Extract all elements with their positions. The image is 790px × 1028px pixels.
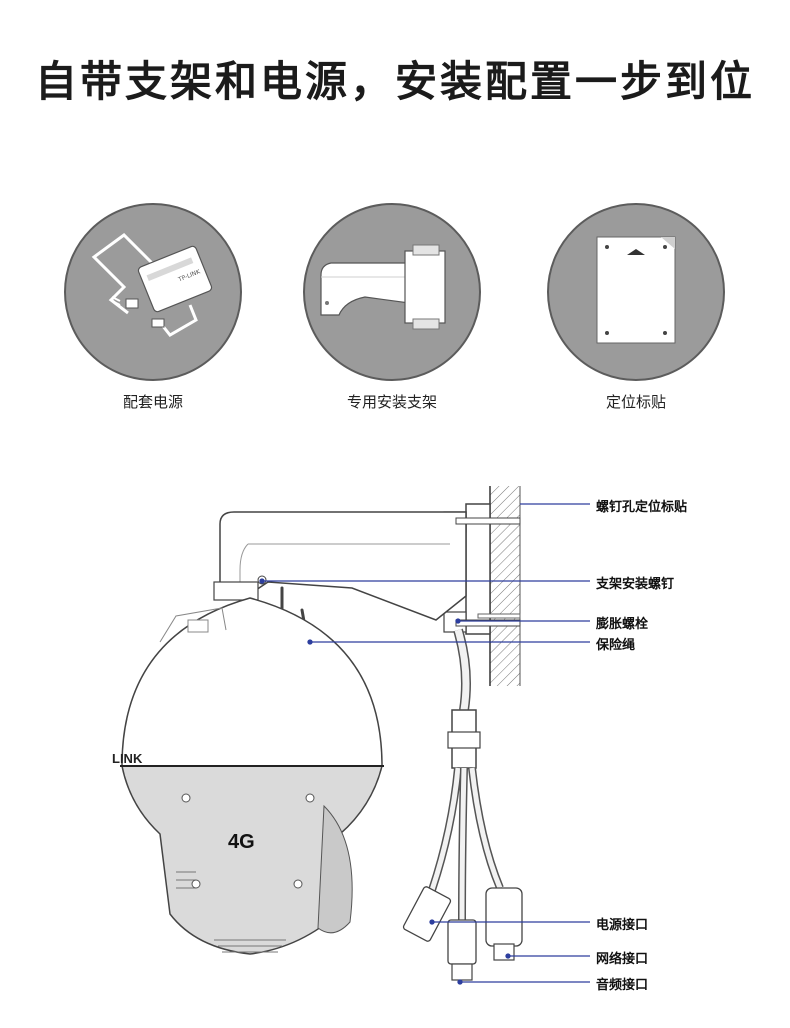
callout-power-port: 电源接口 xyxy=(596,918,649,933)
accessory-positioning-sticker: 定位标贴 xyxy=(547,203,725,412)
accessory-mounting-bracket: 专用安装支架 xyxy=(303,203,481,412)
accessory-label: 定位标贴 xyxy=(605,393,666,411)
callout-audio-port: 音频接口 xyxy=(596,978,649,993)
accessory-label: 配套电源 xyxy=(122,393,183,411)
wall-bracket xyxy=(213,503,491,635)
wall xyxy=(489,486,521,686)
page-title: 自带支架和电源，安装配置一步到位 xyxy=(34,57,755,106)
callout-bracket-screw: 支架安装螺钉 xyxy=(596,577,675,592)
callout-network-port: 网络接口 xyxy=(596,952,649,967)
power-adapter-icon: TP-LINK xyxy=(64,203,242,381)
4g-badge: 4G xyxy=(228,831,255,853)
callout-screw-hole-sticker: 螺钉孔定位标贴 xyxy=(596,500,688,515)
cable-bundle xyxy=(428,628,504,921)
mounting-bracket-icon xyxy=(303,203,481,381)
callout-lines xyxy=(259,503,590,985)
audio-connector-tip xyxy=(451,963,473,981)
network-connector xyxy=(485,887,523,947)
expansion-bolts xyxy=(455,517,521,627)
installation-diagram: LINK 4G xyxy=(0,470,790,1028)
audio-connector xyxy=(447,919,477,965)
network-connector-tip xyxy=(493,943,515,961)
ptz-camera xyxy=(120,597,384,955)
camera-brand-text: LINK xyxy=(112,751,143,766)
accessory-power-adapter: TP-LINK 配套电源 xyxy=(64,203,242,412)
callout-expansion-bolt: 膨胀螺栓 xyxy=(596,617,649,632)
callout-safety-rope: 保险绳 xyxy=(596,638,636,653)
power-connector xyxy=(402,886,452,942)
accessory-label: 专用安装支架 xyxy=(346,393,437,411)
positioning-sticker-icon xyxy=(547,203,725,381)
